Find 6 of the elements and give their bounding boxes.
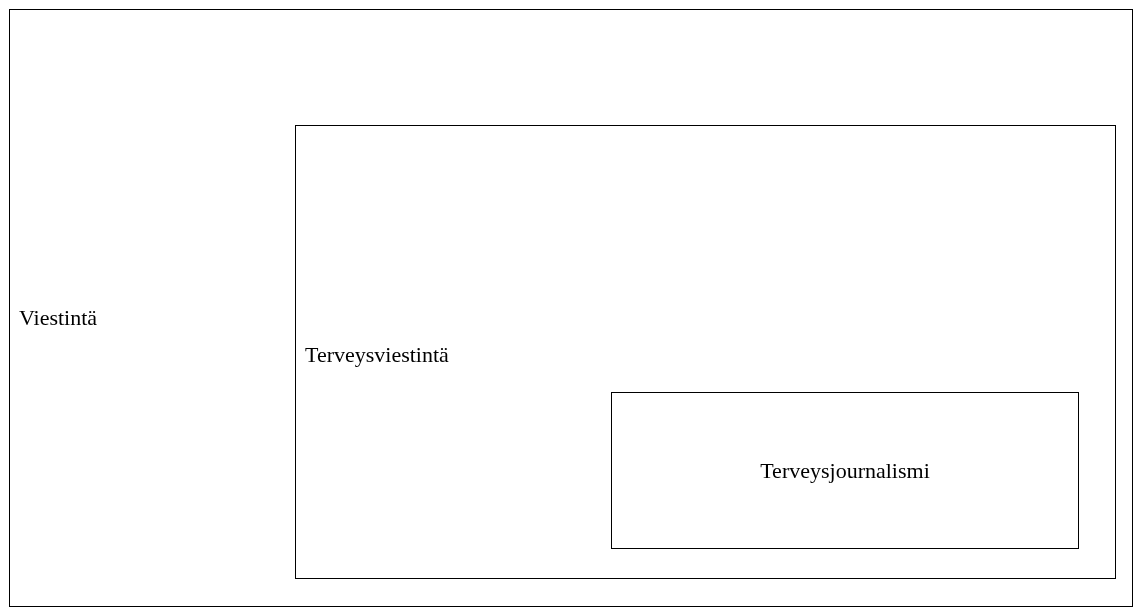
box-label: Viestintä [19, 305, 98, 331]
nested-box [295, 125, 1116, 579]
outer-box [9, 9, 1133, 607]
nested-box [611, 392, 1079, 549]
box-label: Terveysjournalismi [760, 457, 930, 484]
box-label: Terveysviestintä [305, 342, 449, 368]
